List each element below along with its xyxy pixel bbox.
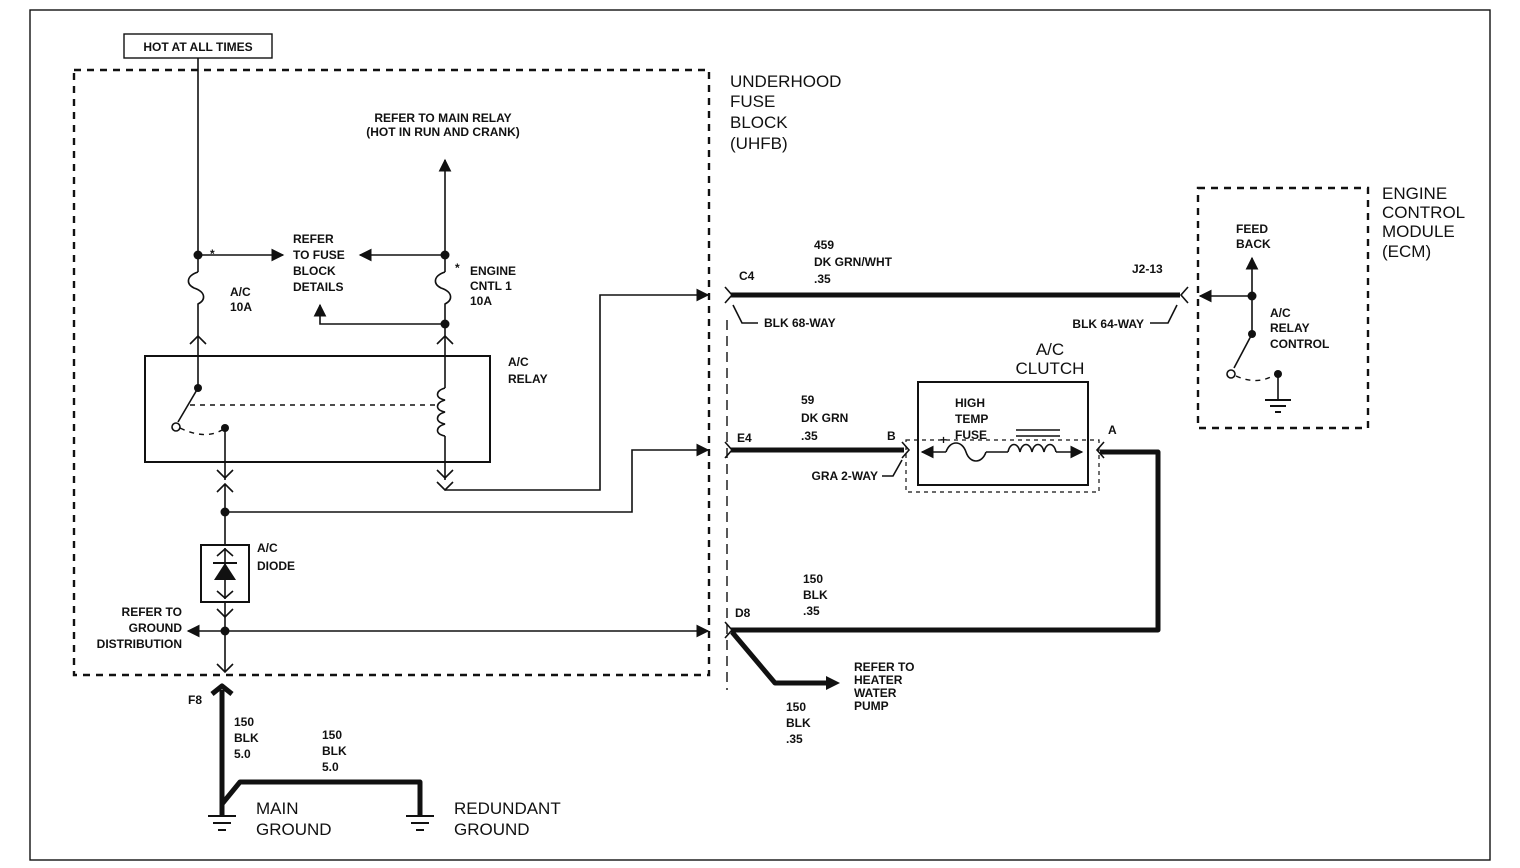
wire-150-left-l3: 5.0 (234, 747, 251, 761)
redundant-ground-icon (406, 808, 434, 831)
high-temp-fuse-mark: + (940, 433, 947, 447)
feed-back-line1: FEED (1236, 222, 1268, 236)
uhfb-title-line2: FUSE (730, 92, 775, 111)
wire-150-d8-l2: BLK (803, 588, 828, 602)
uhfb-boundary (72, 68, 711, 677)
ground-dist-ref-line1: REFER TO (122, 605, 182, 619)
pin-a-label: A (1108, 423, 1117, 437)
blk-68-way-label: BLK 68-WAY (764, 316, 836, 330)
ac-relay: A/C RELAY (144, 355, 548, 463)
main-relay-ref-line2: (HOT IN RUN AND CRANK) (366, 125, 520, 139)
ecm-title-line4: (ECM) (1382, 242, 1431, 261)
ground-dist-ref-line2: GROUND (129, 621, 183, 635)
uhfb-title-line4: (UHFB) (730, 134, 788, 153)
hot-at-all-times-label: HOT AT ALL TIMES (143, 40, 252, 54)
redundant-ground-label-line2: GROUND (454, 820, 530, 839)
ac-clutch-title-line2: CLUTCH (1016, 359, 1085, 378)
wire-150-d8-l3: .35 (803, 604, 820, 618)
ac-relay-label-line2: RELAY (508, 372, 548, 386)
high-temp-fuse-line2: TEMP (955, 412, 988, 426)
ac-diode-label-line1: A/C (257, 541, 278, 555)
relay-control-line1: A/C (1270, 306, 1291, 320)
pin-b-label: B (887, 429, 896, 443)
ground-wires: F8 150 BLK 5.0 150 BLK 5.0 (188, 683, 423, 808)
fuse-engine-label-line2: CNTL 1 (470, 279, 512, 293)
heater-pump-ref-line4: PUMP (854, 699, 889, 713)
redundant-ground-label-line1: REDUNDANT (454, 799, 561, 818)
fuse-block-ref-line1: REFER (293, 232, 334, 246)
fuse-engine-label-line1: ENGINE (470, 264, 516, 278)
relay-outputs (216, 288, 710, 517)
wire-459: C4 459 DK GRN/WHT .35 J2-13 BLK 68-WAY B… (724, 238, 1189, 331)
pin-e4-label: E4 (737, 431, 752, 445)
feed-back-line2: BACK (1236, 237, 1271, 251)
fuse-block-ref-line3: BLOCK (293, 264, 336, 278)
engine-cntl-feed-wire: * ENGINE CNTL 1 10A (313, 158, 516, 356)
pin-c4-label: C4 (739, 269, 755, 283)
heater-pump-branch: REFER TO HEATER WATER PUMP 150 BLK .35 (730, 630, 914, 746)
ac-clutch-title-line1: A/C (1036, 340, 1064, 359)
wire-459-l2: DK GRN/WHT (814, 255, 893, 269)
main-relay-ref-line1: REFER TO MAIN RELAY (374, 111, 511, 125)
fuse-ac-mark: * (210, 247, 215, 261)
pin-f8-label: F8 (188, 693, 202, 707)
wire-150-mid-l2: BLK (322, 744, 347, 758)
ground-dist-ref-line3: DISTRIBUTION (97, 637, 182, 651)
wire-459-l3: .35 (814, 272, 831, 286)
fuse-block-ref-line4: DETAILS (293, 280, 343, 294)
fuse-ac-label-line1: A/C (230, 285, 251, 299)
fuse-engine-label-line3: 10A (470, 294, 492, 308)
heater-pump-ref-line1: REFER TO (854, 660, 914, 674)
pin-j2-13-label: J2-13 (1132, 262, 1163, 276)
wire-150-mid-l3: 5.0 (322, 760, 339, 774)
high-temp-fuse-line1: HIGH (955, 396, 985, 410)
ecm-title-line1: ENGINE (1382, 184, 1447, 203)
hot-at-all-times-box: HOT AT ALL TIMES (123, 33, 273, 59)
wire-150-pump-l1: 150 (786, 700, 806, 714)
fuse-engine-mark: * (455, 261, 460, 275)
heater-pump-ref-line3: WATER (854, 686, 897, 700)
gra-2-way-label: GRA 2-WAY (812, 469, 878, 483)
relay-control-line2: RELAY (1270, 321, 1310, 335)
ac-relay-label-line1: A/C (508, 355, 529, 369)
wire-59-l2: DK GRN (801, 411, 848, 425)
relay-control-line3: CONTROL (1270, 337, 1329, 351)
wire-59-l3: .35 (801, 429, 818, 443)
fuse-block-ref: REFER TO FUSE BLOCK DETAILS (293, 232, 345, 294)
ecm-title-line2: CONTROL (1382, 203, 1465, 222)
ground-distribution-wire: REFER TO GROUND DISTRIBUTION (97, 602, 710, 674)
blk-64-way-label: BLK 64-WAY (1072, 317, 1144, 331)
high-temp-fuse-line3: FUSE (955, 428, 987, 442)
wire-59-l1: 59 (801, 393, 815, 407)
ecm-title-line3: MODULE (1382, 222, 1455, 241)
main-ground-label-line1: MAIN (256, 799, 299, 818)
ecm-module: ENGINE CONTROL MODULE (ECM) FEED BACK A/… (1196, 184, 1465, 430)
ac-clutch: A/C CLUTCH HIGH TEMP FUSE + (905, 340, 1100, 493)
uhfb-title-line3: BLOCK (730, 113, 788, 132)
wire-150-d8-l1: 150 (803, 572, 823, 586)
uhfb-title: UNDERHOOD FUSE BLOCK (UHFB) (730, 72, 841, 153)
ac-diode: A/C DIODE (200, 512, 295, 603)
wire-150-mid-l1: 150 (322, 728, 342, 742)
wire-59: E4 59 DK GRN .35 B A GRA 2-WAY (724, 393, 1117, 483)
wire-150-left-l1: 150 (234, 715, 254, 729)
wire-150-pump-l3: .35 (786, 732, 803, 746)
fuse-block-ref-line2: TO FUSE (293, 248, 345, 262)
pin-d8-label: D8 (735, 606, 751, 620)
page-frame (29, 9, 1491, 861)
ac-diode-label-line2: DIODE (257, 559, 295, 573)
left-feed-wire: * A/C 10A (187, 58, 285, 356)
fuse-ac-label-line2: 10A (230, 300, 252, 314)
uhfb-title-line1: UNDERHOOD (730, 72, 841, 91)
main-ground-icon (208, 804, 236, 831)
wire-150-return: D8 150 BLK .35 (724, 441, 1161, 639)
wire-150-pump-l2: BLK (786, 716, 811, 730)
wire-459-l1: 459 (814, 238, 834, 252)
main-ground-label-line2: GROUND (256, 820, 332, 839)
heater-pump-ref-line2: HEATER (854, 673, 903, 687)
wire-150-left-l2: BLK (234, 731, 259, 745)
